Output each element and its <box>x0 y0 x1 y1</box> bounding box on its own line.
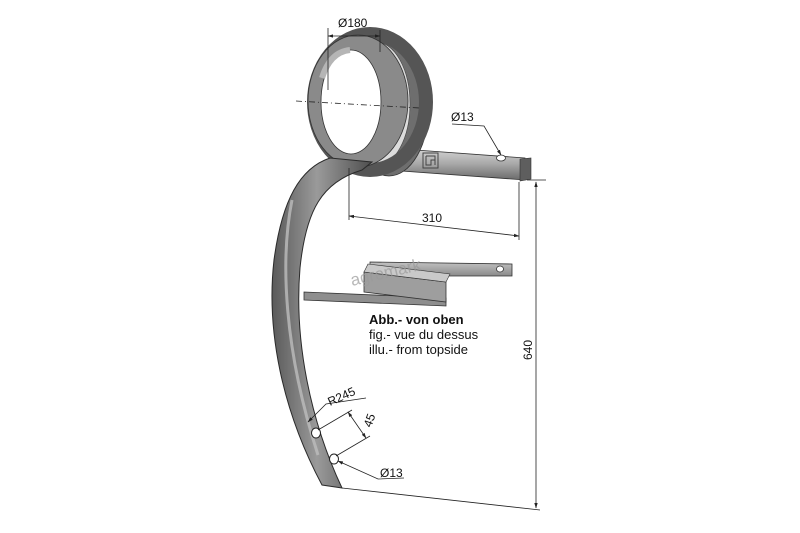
logo-mark <box>422 152 439 169</box>
top-view-caption: Abb.- von oben fig.- vue du dessus illu.… <box>369 312 478 357</box>
dim-total-height: 640 <box>521 340 535 360</box>
dim-tip-hole: Ø13 <box>380 466 403 480</box>
top-view-drawing <box>303 261 513 307</box>
caption-line-german: Abb.- von oben <box>369 312 464 327</box>
dim-shank-length: 310 <box>422 211 442 225</box>
dim-coil-diameter: Ø180 <box>338 16 368 30</box>
tine-hole-lower <box>329 453 339 465</box>
shank-bar <box>387 147 532 182</box>
dim-shank-hole: Ø13 <box>451 110 474 124</box>
dim-tine-radius: R245 <box>326 384 358 409</box>
tine-hole-upper <box>311 427 321 439</box>
shank-hole <box>496 154 506 162</box>
caption-line-french: fig.- vue du dessus <box>369 327 479 342</box>
coil <box>307 27 433 177</box>
dimension-lines <box>295 28 546 511</box>
tine-body <box>271 157 374 489</box>
dim-hole-spacing: 45 <box>361 411 379 429</box>
caption-line-english: illu.- from topside <box>369 342 468 357</box>
